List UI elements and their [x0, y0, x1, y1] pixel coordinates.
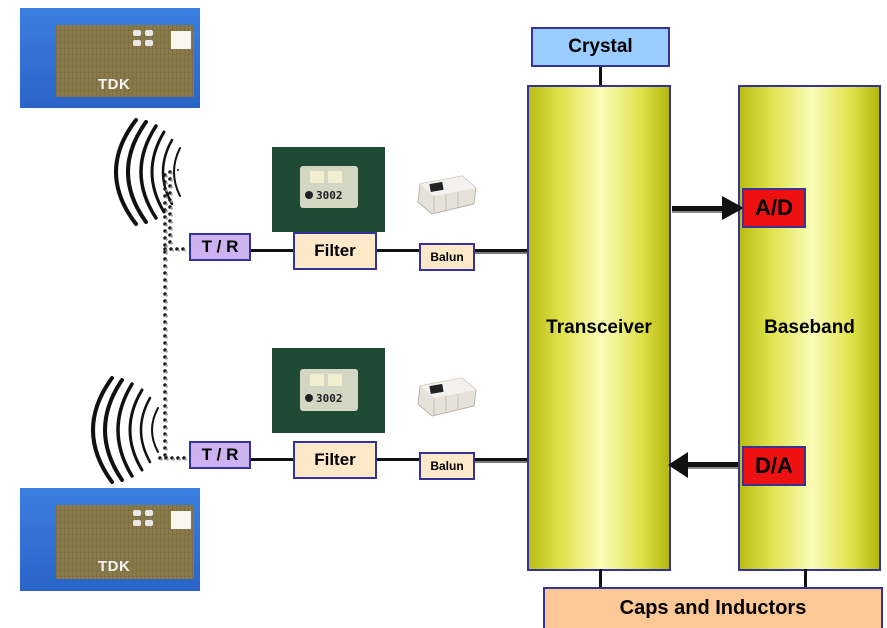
crystal-block: Crystal [531, 27, 670, 67]
tr-switch-top: T / R [189, 233, 251, 261]
connector-baseband-caps [804, 569, 807, 589]
antenna-photo-bottom: TDK [20, 488, 200, 591]
balun-label-bottom: Balun [419, 452, 475, 480]
caps-inductors-block: Caps and Inductors [543, 587, 883, 628]
connector-tr-filter-top [250, 249, 295, 252]
filter-top-marking: 3002 [316, 189, 343, 202]
antenna-feed-dotted-lines [158, 170, 187, 461]
arrows [668, 196, 744, 478]
tr-switch-bottom: T / R [189, 441, 251, 469]
filter-label-bottom: Filter [293, 441, 377, 479]
antenna-top-logo: TDK [98, 76, 131, 93]
connector-balun-transceiver-bottom [474, 458, 529, 461]
antenna-photo-top: TDK [20, 8, 200, 108]
arrow-from-da-icon [668, 452, 738, 478]
baseband-block: Baseband [738, 85, 881, 571]
balun-chip-photo-top [417, 175, 477, 215]
connector-crystal-transceiver [599, 65, 602, 87]
connector-tr-filter-bottom [250, 458, 295, 461]
antenna-bottom-logo: TDK [98, 558, 131, 575]
radio-waves-bottom-icon [91, 376, 159, 484]
transceiver-block: Transceiver [527, 85, 671, 571]
connector-filter-balun-top [375, 249, 420, 252]
filter-bottom-marking: 3002 [316, 392, 343, 405]
radio-waves-top-icon [114, 118, 181, 226]
balun-label-top: Balun [419, 243, 475, 271]
ad-converter: A/D [742, 188, 806, 228]
filter-label-top: Filter [293, 232, 377, 270]
connector-filter-balun-bottom [375, 458, 420, 461]
connector-transceiver-caps [599, 569, 602, 589]
arrow-to-ad-icon [672, 196, 744, 220]
connector-balun-transceiver-top [474, 249, 529, 252]
filter-chip-photo-bottom: 3002 [272, 348, 385, 433]
balun-chip-photo-bottom [417, 377, 477, 417]
filter-chip-photo-top: 3002 [272, 147, 385, 232]
da-converter: D/A [742, 446, 806, 486]
